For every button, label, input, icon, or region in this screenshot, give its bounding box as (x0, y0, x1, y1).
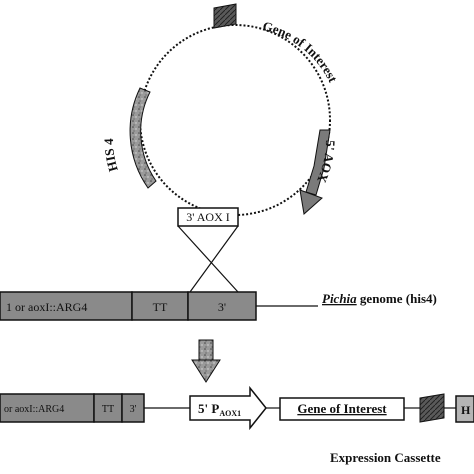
cassette-his-box (455, 395, 474, 423)
cassette-segment-arg4-label: or aoxI::ARG4 (4, 404, 64, 415)
genome-segment-three-label: 3' (218, 300, 226, 314)
genome-row: 1 or aoxI::ARG4 TT 3' Pichia genome (his… (0, 291, 437, 321)
five-aox-arrowhead (299, 189, 323, 215)
promoter-label: 5' PAOX1 (198, 401, 241, 418)
five-aox-arrow (305, 129, 331, 196)
plasmid-his4-label: HIS 4 (101, 138, 121, 174)
crossover-lines (177, 225, 239, 293)
three-aox1-label: 3' AOX I (186, 210, 230, 224)
expression-cassette-caption: Expression Cassette (330, 450, 441, 465)
genome-segment-tt-label: TT (153, 300, 168, 314)
cassette-segment-tt-label: TT (102, 404, 114, 415)
top-marker-block (213, 3, 237, 29)
cassette-segment-three-label: 3' (130, 404, 137, 415)
cassette-his-label: H (461, 403, 471, 417)
cassette-segment-tt (93, 393, 123, 423)
down-arrow (191, 339, 221, 383)
plasmid: Gene of Interest 5' AOX HIS 4 3' AOX I (101, 3, 341, 227)
plasmid-gene-of-interest-label: Gene of Interest (261, 18, 341, 85)
his4-region (129, 87, 157, 189)
three-aox1-box (177, 207, 239, 227)
genome-segment-arg4-label: 1 or aoxI::ARG4 (6, 300, 87, 314)
cassette-tt-block (419, 393, 445, 423)
cassette-row: or aoxI::ARG4 TT 3' 5' PAOX1 Gene of Int… (0, 385, 474, 465)
genome-label: Pichia genome (his4) (322, 291, 437, 306)
genome-segment-three (187, 291, 257, 321)
promoter-arrow (189, 385, 267, 431)
cassette-gene-label: Gene of Interest (297, 401, 387, 416)
plasmid-ring (139, 24, 331, 216)
cassette-gene-box (279, 397, 405, 421)
genome-segment-arg4 (0, 291, 133, 321)
